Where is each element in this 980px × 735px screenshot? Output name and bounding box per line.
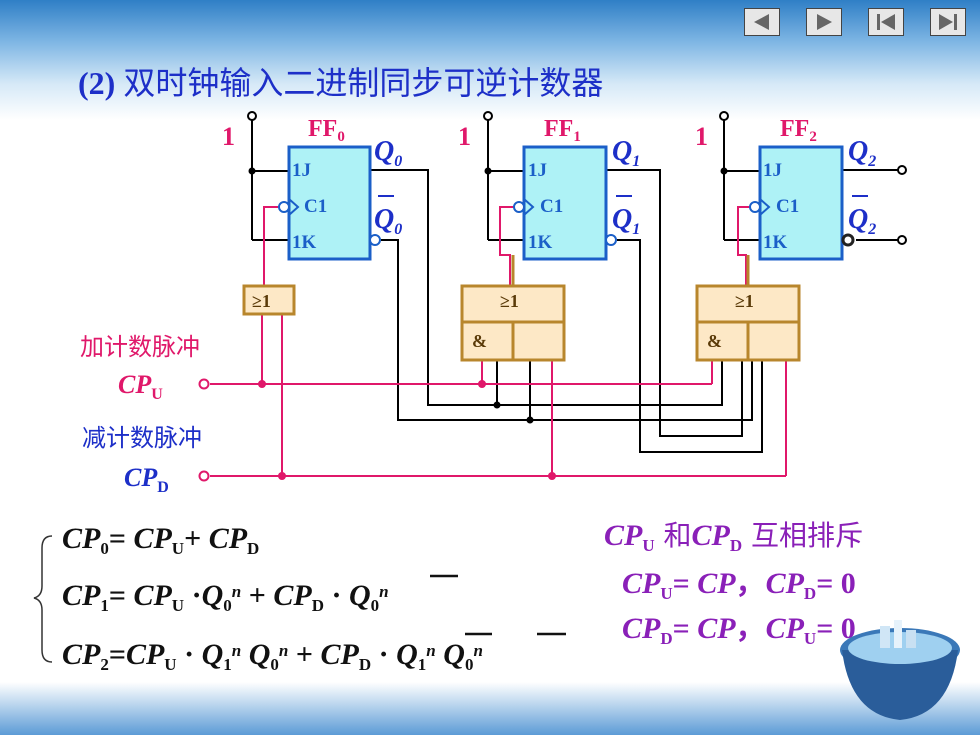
q1-bar-label: Q1 <box>612 204 640 238</box>
ff2-name: FF2 <box>780 116 817 145</box>
equation-cp2: CP2=CPU · Q1n Q0n + CPD · Q1n Q0n <box>62 638 483 674</box>
wire-junctions <box>248 167 728 424</box>
equation-brace <box>33 535 53 663</box>
slide-footer-background <box>0 682 980 735</box>
ff1-name: FF1 <box>544 116 581 145</box>
flip-flop-1 <box>513 145 617 261</box>
next-slide-icon <box>817 14 832 30</box>
equation-cp0: CP0= CPU+ CPD <box>62 522 259 558</box>
ff2-pin-k: 1K <box>763 232 788 253</box>
mutual-exclusion-note: CPU 和CPD 互相排斥 <box>604 519 863 555</box>
flip-flop-0 <box>278 145 381 261</box>
q2-label: Q2 <box>848 136 876 170</box>
ff1-pin-c: C1 <box>540 196 563 217</box>
up-count-label: 加计数脉冲 <box>80 333 200 361</box>
ff0-name: FF0 <box>308 116 345 145</box>
logic-gates <box>242 284 801 362</box>
or-gate-0-label: ≥1 <box>252 291 271 311</box>
prev-slide-button[interactable] <box>744 8 780 36</box>
cpu-input-label: CPU <box>118 370 163 403</box>
and-gate-2-label: & <box>707 331 722 351</box>
ff1-pin-j: 1J <box>528 160 547 181</box>
prev-slide-icon <box>754 14 769 30</box>
equation-overbars <box>430 574 566 636</box>
ff1-pin-k: 1K <box>528 232 553 253</box>
q2-bar-label: Q2 <box>848 204 876 238</box>
last-slide-icon <box>939 14 957 30</box>
next-slide-button[interactable] <box>806 8 842 36</box>
cpd-input-label: CPD <box>124 463 169 496</box>
or-gate-2-label: ≥1 <box>735 291 754 311</box>
ff0-pin-c: C1 <box>304 196 327 217</box>
and-gate-1-label: & <box>472 331 487 351</box>
page-title: (2) 双时钟输入二进制同步可逆计数器 <box>78 58 603 104</box>
first-slide-button[interactable] <box>868 8 904 36</box>
down-count-label: 减计数脉冲 <box>82 424 202 452</box>
up-mode-note: CPU= CP，CPD= 0 <box>622 567 856 603</box>
ff0-pin-j: 1J <box>292 160 311 181</box>
q0-label: Q0 <box>374 136 402 170</box>
last-slide-button[interactable] <box>930 8 966 36</box>
q0-bar-label: Q0 <box>374 204 402 238</box>
q1-label: Q1 <box>612 136 640 170</box>
ff2-pin-j: 1J <box>763 160 782 181</box>
logic-one-label-2: 1 <box>695 122 708 151</box>
or-gate-1-label: ≥1 <box>500 291 519 311</box>
ff2-pin-c: C1 <box>776 196 799 217</box>
first-slide-icon <box>877 14 895 30</box>
equation-cp1: CP1= CPU ·Q0n + CPD · Q0n <box>62 579 389 615</box>
ff0-pin-k: 1K <box>292 232 317 253</box>
pink-wires <box>210 206 787 477</box>
logic-one-label-1: 1 <box>458 122 471 151</box>
flip-flop-2 <box>749 145 855 261</box>
down-mode-note: CPD= CP，CPU= 0 <box>622 612 856 648</box>
globe-decoration-icon <box>840 620 960 720</box>
title-text: 双时钟输入二进制同步可逆计数器 <box>123 64 604 102</box>
logic-one-label-0: 1 <box>222 122 235 151</box>
black-wires <box>251 118 898 453</box>
title-prefix: (2) <box>78 65 116 101</box>
